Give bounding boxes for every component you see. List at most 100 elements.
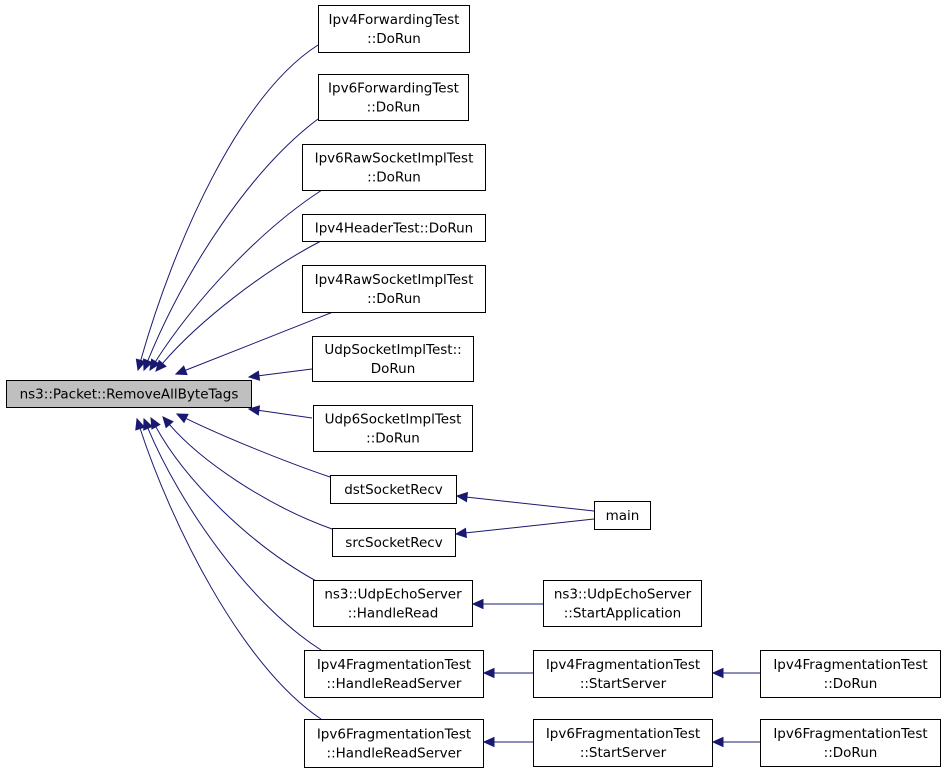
node-ipv6raw[interactable]: Ipv6RawSocketImplTest::DoRun	[302, 144, 486, 191]
arrow-head-icon	[471, 598, 484, 610]
node-label-line: ::DoRun	[367, 100, 421, 116]
node-box	[760, 719, 941, 767]
node-main[interactable]: main	[594, 501, 651, 530]
node-box	[6, 380, 252, 408]
node-box	[533, 650, 713, 698]
edge-ipv4fwd-to-root	[135, 44, 319, 372]
edge-line	[147, 118, 319, 361]
edge-srcrecv-to-root	[162, 416, 333, 530]
node-label-line: ::DoRun	[824, 676, 878, 692]
node-label-line: Ipv6FragmentationTest	[773, 726, 927, 742]
edge-line	[140, 44, 319, 361]
arrow-head-icon	[143, 417, 153, 431]
node-v4fragrun[interactable]: Ipv4FragmentationTest::DoRun	[760, 650, 941, 698]
arrow-head-icon	[482, 736, 495, 748]
edge-line	[185, 311, 334, 371]
arrow-head-icon	[155, 359, 167, 372]
edge-line	[139, 428, 322, 720]
arrow-head-icon	[247, 405, 261, 416]
node-label-line: ::StartServer	[580, 745, 667, 761]
node-label-line: ns3::UdpEchoServer	[554, 587, 692, 603]
arrow-head-icon	[482, 667, 495, 679]
arrow-head-icon	[175, 413, 189, 424]
node-label-line: dstSocketRecv	[344, 482, 443, 498]
node-ipv4raw[interactable]: Ipv4RawSocketImplTest::DoRun	[302, 265, 486, 313]
node-echostart[interactable]: ns3::UdpEchoServer::StartApplication	[543, 580, 702, 627]
node-udp6sock[interactable]: Udp6SocketImplTest::DoRun	[313, 405, 473, 452]
node-echoread[interactable]: ns3::UdpEchoServer::HandleRead	[313, 580, 473, 627]
node-v6fragstart[interactable]: Ipv6FragmentationTest::StartServer	[533, 719, 713, 767]
edge-line	[466, 496, 595, 512]
edge-v6fragrun-to-v6fragstart	[711, 736, 760, 748]
edge-v4fragstart-to-v4fragread	[482, 667, 533, 679]
node-label-line: ::HandleReadServer	[327, 676, 462, 692]
node-udpsock[interactable]: UdpSocketImplTest::DoRun	[312, 336, 474, 382]
node-label-line: ::DoRun	[366, 431, 420, 447]
edge-line	[155, 426, 319, 583]
arrow-head-icon	[149, 358, 161, 372]
edge-line	[147, 428, 322, 651]
edge-line	[154, 189, 323, 362]
node-dstrecv[interactable]: dstSocketRecv	[330, 475, 457, 504]
node-box	[330, 475, 457, 504]
arrow-head-icon	[455, 491, 468, 503]
node-label-line: ns3::Packet::RemoveAllByteTags	[20, 387, 239, 403]
node-box	[318, 74, 469, 121]
node-label-line: UdpSocketImplTest::	[324, 342, 461, 358]
node-box	[332, 528, 456, 557]
node-label-line: Ipv4FragmentationTest	[317, 657, 471, 673]
node-v6fragread[interactable]: Ipv6FragmentationTest::HandleReadServer	[304, 719, 484, 768]
node-box	[304, 650, 484, 698]
edge-ipv4hdr-to-root	[155, 240, 322, 372]
node-label-line: Ipv6FragmentationTest	[317, 727, 471, 743]
edge-v6fragstart-to-v6fragread	[482, 736, 533, 748]
edge-v4fragrun-to-v4fragstart	[711, 667, 760, 679]
edge-echostart-to-echoread	[471, 598, 543, 610]
node-box	[313, 580, 473, 627]
node-label-line: Ipv4HeaderTest::DoRun	[315, 221, 474, 237]
arrow-head-icon	[150, 416, 161, 430]
node-label-line: Ipv6FragmentationTest	[546, 726, 700, 742]
arrow-head-icon	[454, 527, 467, 539]
node-label-line: Ipv6ForwardingTest	[328, 81, 459, 97]
node-box	[304, 719, 484, 768]
node-label-line: ::StartServer	[580, 676, 667, 692]
node-label-line: srcSocketRecv	[345, 535, 442, 551]
edge-line	[465, 518, 595, 534]
node-v6fragrun[interactable]: Ipv6FragmentationTest::DoRun	[760, 719, 941, 767]
node-ipv4fwd[interactable]: Ipv4ForwardingTest::DoRun	[318, 5, 470, 53]
edge-line	[258, 409, 313, 419]
node-ipv6fwd[interactable]: Ipv6ForwardingTest::DoRun	[318, 74, 469, 121]
node-label-line: ::StartApplication	[564, 606, 682, 622]
node-label-line: ::HandleReadServer	[327, 746, 462, 762]
edge-main-to-dstrecv	[455, 491, 595, 512]
edge-v6fragread-to-root	[135, 417, 322, 720]
node-box	[318, 5, 470, 53]
node-label-line: ::DoRun	[367, 170, 421, 186]
node-label-line: main	[606, 508, 640, 524]
node-label-line: Ipv4FragmentationTest	[546, 657, 700, 673]
node-layer: ns3::Packet::RemoveAllByteTags Ipv4Forwar…	[6, 5, 941, 768]
node-box	[594, 501, 651, 530]
node-srcrecv[interactable]: srcSocketRecv	[332, 528, 456, 557]
node-label-line: ::HandleRead	[348, 606, 439, 622]
edge-layer	[135, 44, 760, 748]
node-v4fragread[interactable]: Ipv4FragmentationTest::HandleReadServer	[304, 650, 484, 698]
edge-line	[169, 424, 333, 530]
arrow-head-icon	[143, 358, 153, 372]
edge-echoread-to-root	[150, 416, 319, 583]
edge-ipv4raw-to-root	[174, 311, 334, 376]
arrow-head-icon	[135, 417, 146, 431]
node-box	[313, 405, 473, 452]
node-label-line: Ipv6RawSocketImplTest	[315, 151, 474, 167]
edge-line	[258, 368, 313, 377]
node-label-line: ns3::UdpEchoServer	[324, 587, 462, 603]
node-label-line: DoRun	[371, 361, 416, 377]
node-v4fragstart[interactable]: Ipv4FragmentationTest::StartServer	[533, 650, 713, 698]
node-ipv4hdr[interactable]: Ipv4HeaderTest::DoRun	[302, 214, 486, 242]
root-node[interactable]: ns3::Packet::RemoveAllByteTags	[6, 380, 252, 408]
edge-ipv6fwd-to-root	[143, 118, 319, 372]
arrow-head-icon	[174, 365, 188, 376]
node-label-line: Ipv4RawSocketImplTest	[315, 272, 474, 288]
arrow-head-icon	[135, 358, 146, 372]
